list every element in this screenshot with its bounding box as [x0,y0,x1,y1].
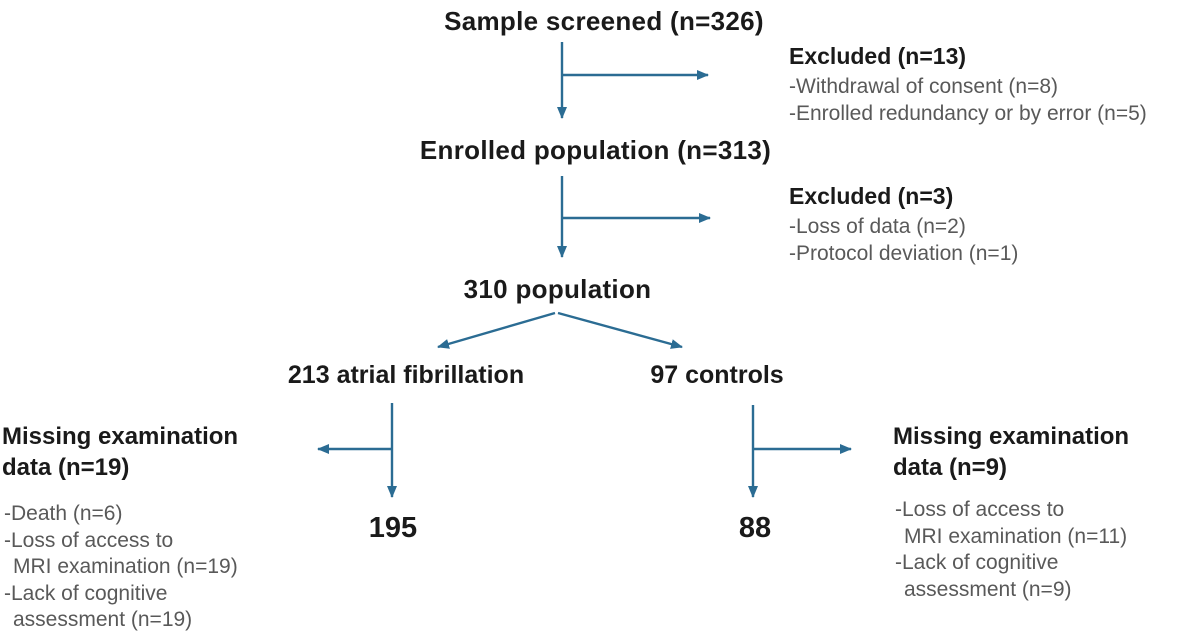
arrow-population-to-af [437,311,556,349]
text-line: -Withdrawal of consent (n=8) [789,75,1059,98]
text-line: -Loss of access to [895,498,1065,521]
text-line: -Protocol deviation (n=1) [789,241,1019,265]
arrow-population-to-controls [557,311,683,349]
text-line: MRI examination (n=19) [13,555,238,578]
missing-right-block: Missing examination data (n=9) [893,421,1129,483]
missing-left-title: Missing examination data (n=19) [2,421,238,483]
missing-right-reasons: -Loss of access to MRI examination (n=11)… [895,497,1127,603]
excluded-block-1: Excluded (n=13) -Withdrawal of consent (… [789,42,1147,127]
text-line: assessment (n=19) [13,608,193,631]
node-310-population: 310 population [463,274,652,304]
text-line: -Loss of data (n=2) [789,215,966,238]
text-line: -Lack of cognitive [4,581,168,605]
node-sample-screened: Sample screened (n=326) [444,6,764,36]
node-enrolled-population: Enrolled population (n=313) [419,135,772,165]
text-line: MRI examination (n=11) [904,524,1128,548]
text-line: assessment (n=9) [904,577,1072,601]
text-line: -Loss of access to [4,528,174,552]
text-line: -Enrolled redundancy or by error (n=5) [789,101,1147,125]
excluded-1-reasons: -Withdrawal of consent (n=8) -Enrolled re… [789,74,1147,127]
excluded-block-2: Excluded (n=3) -Loss of data (n=2) -Proto… [789,182,1018,267]
excluded-1-title: Excluded (n=13) [789,43,967,69]
excluded-2-reasons: -Loss of data (n=2) -Protocol deviation (… [789,214,1018,267]
text-line: Missing examination [893,423,1130,450]
missing-left-block: Missing examination data (n=19) [2,421,238,483]
text-line: data (n=19) [2,454,130,481]
excluded-2-title: Excluded (n=3) [789,183,954,209]
missing-left-reasons: -Death (n=6) -Loss of access to MRI examin… [4,501,238,634]
text-line: data (n=9) [893,454,1008,481]
node-control-final-count: 88 [738,512,772,544]
node-atrial-fibrillation: 213 atrial fibrillation [287,361,525,389]
node-controls: 97 controls [650,361,784,389]
text-line: Missing examination [2,423,239,450]
text-line: -Lack of cognitive [895,551,1059,574]
text-line: -Death (n=6) [4,502,123,525]
node-af-final-count: 195 [368,512,418,544]
missing-right-title: Missing examination data (n=9) [893,421,1129,483]
